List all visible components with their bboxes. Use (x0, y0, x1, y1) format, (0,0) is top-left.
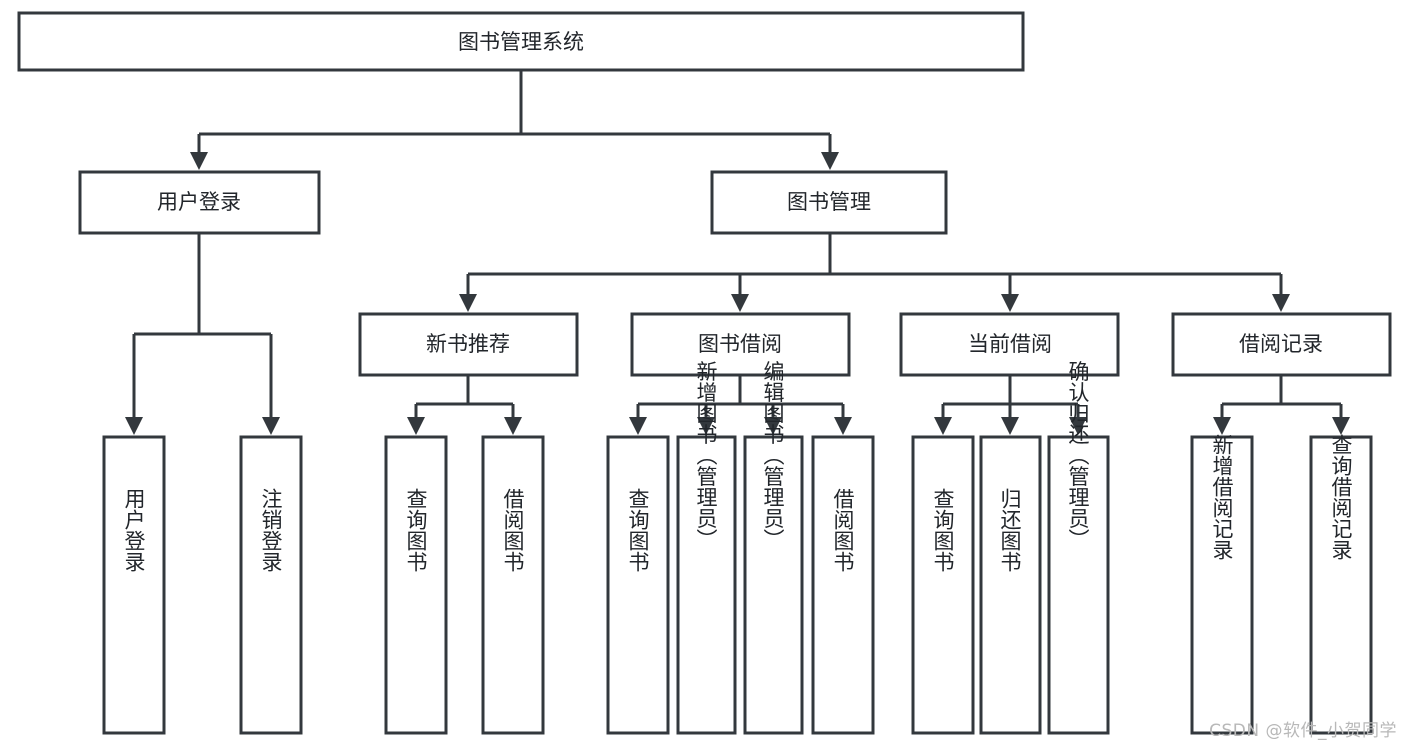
node-current-borrow-label: 当前借阅 (968, 332, 1052, 356)
node-leaf-add-record[interactable]: 新增借阅记录 (1190, 434, 1254, 735)
connector-layer (125, 70, 1350, 435)
node-current-borrow-box[interactable] (899, 312, 1120, 377)
node-leaf-borrow-book-2-label: 借阅图书 (831, 488, 855, 572)
node-leaf-edit-book[interactable]: 编辑图书（管理员） (743, 361, 804, 735)
node-book-borrow-label: 图书借阅 (698, 332, 782, 356)
node-leaf-add-book[interactable]: 新增图书（管理员） (676, 361, 737, 735)
arrow-root-to-book-manage (821, 152, 839, 170)
node-root[interactable]: 图书管理系统 (17, 11, 1025, 72)
node-leaf-add-book-label: 新增图书（管理员） (694, 361, 718, 550)
node-leaf-edit-book-label: 编辑图书（管理员） (761, 361, 785, 550)
node-user-login[interactable]: 用户登录 (78, 170, 321, 235)
node-leaf-borrow-book-1-box[interactable] (481, 435, 545, 735)
node-leaf-borrow-book-2-box[interactable] (811, 435, 875, 735)
node-leaf-confirm-return-box[interactable] (1047, 435, 1110, 735)
arrow-root-to-user-login (190, 152, 208, 170)
arrow-book-borrow-leaf-3 (764, 417, 782, 435)
node-book-borrow-box[interactable] (630, 312, 851, 377)
node-book-manage-label: 图书管理 (787, 190, 871, 214)
node-borrow-record-box[interactable] (1171, 312, 1392, 377)
node-leaf-query-record-label: 查询借阅记录 (1329, 434, 1353, 560)
node-leaf-user-login[interactable]: 用户登录 (102, 435, 166, 735)
node-leaf-user-logout-label: 注销登录 (259, 488, 283, 572)
node-leaf-confirm-return[interactable]: 确认归还（管理员） (1047, 361, 1110, 735)
node-leaf-user-logout-box[interactable] (239, 435, 303, 735)
arrow-borrow-record-leaf-2 (1332, 417, 1350, 435)
node-leaf-query-book-2[interactable]: 查询图书 (606, 435, 670, 735)
node-leaf-add-book-box[interactable] (676, 435, 737, 735)
node-leaf-confirm-return-label: 确认归还（管理员） (1066, 361, 1090, 550)
node-leaf-query-record[interactable]: 查询借阅记录 (1309, 434, 1373, 735)
arrow-book-manage-to-borrow-record (1272, 294, 1290, 312)
node-leaf-borrow-book-1[interactable]: 借阅图书 (481, 435, 545, 735)
node-leaf-query-book-3-label: 查询图书 (931, 488, 955, 572)
arrow-new-book-leaf-1 (407, 417, 425, 435)
node-leaf-query-book-3-box[interactable] (911, 435, 975, 735)
node-new-book-recommend-label: 新书推荐 (426, 332, 510, 356)
node-leaf-return-book-label: 归还图书 (998, 488, 1022, 572)
node-leaf-query-book-1-box[interactable] (384, 435, 448, 735)
arrow-book-borrow-leaf-1 (629, 417, 647, 435)
arrow-user-login-leaf-2 (262, 417, 280, 435)
node-borrow-record-label: 借阅记录 (1239, 332, 1323, 356)
arrow-book-manage-to-new-book (459, 294, 477, 312)
node-user-login-label: 用户登录 (157, 190, 241, 214)
node-leaf-user-login-label: 用户登录 (122, 488, 146, 572)
node-leaf-return-book-box[interactable] (979, 435, 1042, 735)
node-current-borrow[interactable]: 当前借阅 (899, 312, 1120, 377)
node-leaf-query-record-box[interactable] (1309, 435, 1373, 735)
node-leaf-query-book-3[interactable]: 查询图书 (911, 435, 975, 735)
arrow-book-borrow-leaf-4 (834, 417, 852, 435)
node-borrow-record[interactable]: 借阅记录 (1171, 312, 1392, 377)
node-user-login-box[interactable] (78, 170, 321, 235)
node-leaf-query-book-1-label: 查询图书 (404, 488, 428, 572)
node-root-label: 图书管理系统 (458, 30, 584, 54)
node-new-book-recommend-box[interactable] (358, 312, 579, 377)
node-new-book-recommend[interactable]: 新书推荐 (358, 312, 579, 377)
arrow-book-borrow-leaf-2 (697, 417, 715, 435)
arrow-user-login-leaf-1 (125, 417, 143, 435)
node-book-manage-box[interactable] (710, 170, 948, 235)
arrow-current-borrow-leaf-2 (1001, 417, 1019, 435)
arrow-book-manage-to-book-borrow (731, 294, 749, 312)
node-leaf-query-book-2-box[interactable] (606, 435, 670, 735)
node-root-box[interactable] (17, 11, 1025, 72)
arrow-borrow-record-leaf-1 (1213, 417, 1231, 435)
arrow-current-borrow-leaf-1 (934, 417, 952, 435)
arrow-book-manage-to-current-borrow (1001, 294, 1019, 312)
arrow-new-book-leaf-2 (504, 417, 522, 435)
node-book-manage[interactable]: 图书管理 (710, 170, 948, 235)
node-book-borrow[interactable]: 图书借阅 (630, 312, 851, 377)
node-leaf-add-record-label: 新增借阅记录 (1210, 434, 1234, 560)
node-leaf-query-book-2-label: 查询图书 (626, 488, 650, 572)
node-leaf-add-record-box[interactable] (1190, 435, 1254, 735)
node-leaf-borrow-book-2[interactable]: 借阅图书 (811, 435, 875, 735)
node-leaf-edit-book-box[interactable] (743, 435, 804, 735)
node-leaf-return-book[interactable]: 归还图书 (979, 435, 1042, 735)
node-leaf-user-login-box[interactable] (102, 435, 166, 735)
node-leaf-user-logout[interactable]: 注销登录 (239, 435, 303, 735)
arrow-current-borrow-leaf-3 (1069, 417, 1087, 435)
node-leaf-borrow-book-1-label: 借阅图书 (501, 488, 525, 572)
node-leaf-query-book-1[interactable]: 查询图书 (384, 435, 448, 735)
csdn-watermark: CSDN @软件_小贺同学 (1209, 721, 1397, 741)
